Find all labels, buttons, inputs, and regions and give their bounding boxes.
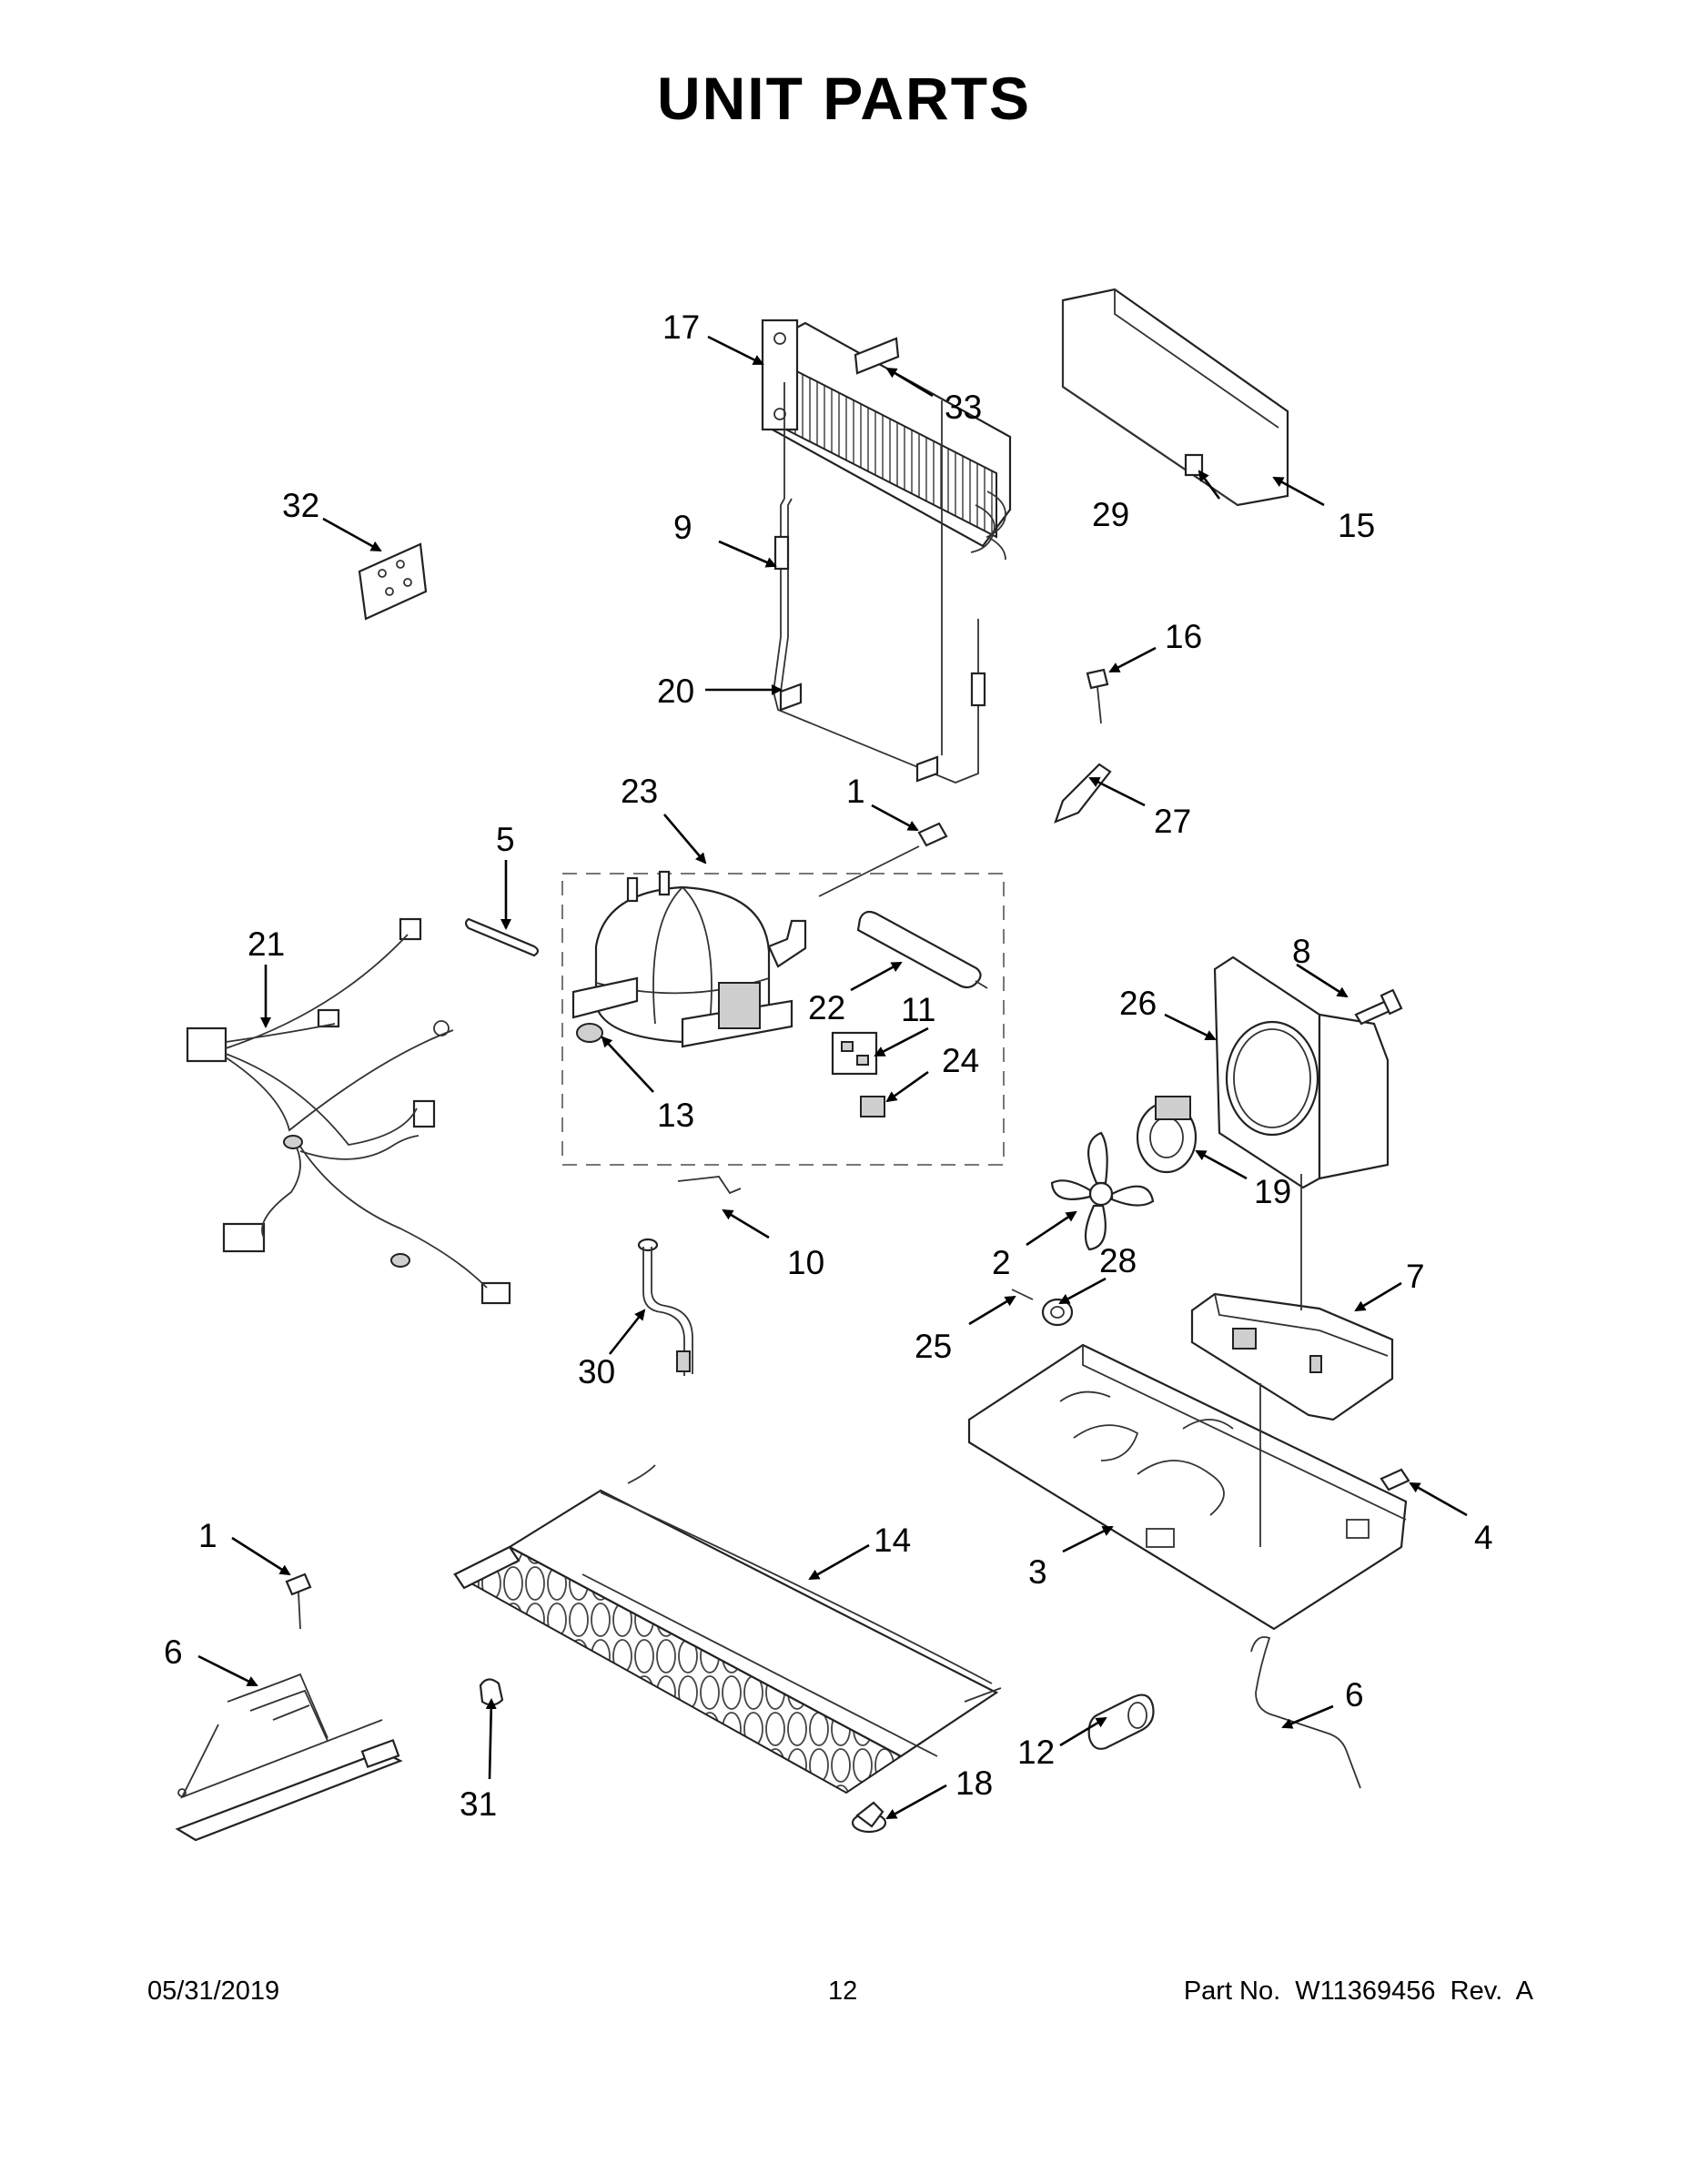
footer-part-number: Part No. W11369456 Rev. A: [1183, 1977, 1533, 2006]
sensor-part: [851, 1801, 887, 1834]
screw-part-9: [1354, 988, 1403, 1026]
callout-5: 5: [496, 821, 515, 858]
callout-29: 28: [1099, 1242, 1137, 1279]
fan-bracket-part: [1190, 1292, 1394, 1421]
screw-part-1-lower: [285, 1572, 312, 1596]
callout-2: 2: [992, 1244, 1011, 1281]
wire-harness-part: [186, 917, 511, 1305]
callout-27: 26: [1119, 985, 1157, 1022]
callout-7: 6: [164, 1633, 183, 1671]
callout-arrows: [197, 335, 1468, 1820]
callout-11: 10: [787, 1244, 824, 1281]
base-plate-part: [967, 1343, 1408, 1631]
grommet-part: [576, 1023, 603, 1043]
tube-clip-part: [677, 1176, 742, 1195]
condenser-part: [452, 1464, 1002, 1795]
callout-8: 7: [1406, 1258, 1425, 1295]
callout-12: 11: [901, 991, 935, 1028]
callout-20: 19: [1254, 1173, 1291, 1210]
screw-part-4: [1380, 1468, 1410, 1491]
callout-10: 9: [673, 509, 692, 546]
callout-31: 30: [578, 1353, 615, 1390]
pin-part: [1011, 1289, 1034, 1300]
screw-and-bracket-part: [1054, 668, 1112, 824]
screw-part: [917, 822, 948, 847]
filter-drier-part: [856, 910, 988, 989]
callout-25: 24: [942, 1042, 979, 1079]
fan-grommet-part: [1041, 1298, 1074, 1327]
callout-13: 12: [1017, 1734, 1055, 1771]
callout-23: 22: [808, 989, 845, 1026]
callout-21: 20: [657, 672, 694, 710]
callout-22: 21: [248, 925, 285, 963]
evaporator-coil-part: [761, 318, 1012, 561]
overload-part: [860, 1096, 885, 1117]
callout-16: 15: [1338, 507, 1375, 544]
fan-shroud-part: [1213, 956, 1390, 1189]
heater-assembly-part: [175, 1673, 403, 1842]
callout-labels: 32 17 33 29 15 9 20 16 27 23 1 5 21 22 1…: [164, 308, 1493, 1823]
callout-14: 13: [657, 1097, 694, 1134]
callout-3: 3: [1028, 1553, 1047, 1591]
callout-32: 31: [460, 1785, 497, 1823]
drain-tube-part: [637, 1238, 693, 1376]
callout-9: 8: [1292, 933, 1311, 970]
compressor-assembly-outline: [561, 873, 1005, 1166]
callout-28: 27: [1154, 803, 1191, 840]
clip-part: [1184, 453, 1204, 477]
strap-part: [464, 917, 540, 957]
callout-24: 23: [621, 773, 658, 810]
footer-date: 05/31/2019: [147, 1977, 280, 2006]
foam-pad-part: [854, 337, 900, 375]
condenser-cover-part: [1061, 288, 1289, 507]
relay-part: [831, 1031, 878, 1076]
defrost-heater-part: [773, 382, 986, 784]
callout-18: 17: [662, 308, 700, 346]
compressor-part: [571, 870, 807, 1048]
callout-6: 6: [1345, 1676, 1364, 1714]
callout-1-top: 1: [846, 773, 865, 810]
callout-30: 29: [1092, 496, 1129, 533]
fan-motor-part: [1136, 1096, 1198, 1174]
fan-blade-part: [1050, 1131, 1155, 1251]
page-title: UNIT PARTS: [656, 65, 1032, 132]
callout-4: 4: [1474, 1519, 1493, 1556]
callout-1-lower: 1: [198, 1517, 217, 1554]
callout-34: 33: [945, 389, 982, 426]
footer-page-number: 12: [828, 1977, 858, 2006]
rod-part: [1250, 1636, 1361, 1789]
callout-19: 18: [955, 1764, 993, 1802]
callout-17: 16: [1165, 618, 1202, 655]
callout-15: 14: [874, 1522, 911, 1559]
capacitor-part: [1087, 1694, 1155, 1750]
callout-33: 32: [282, 487, 319, 524]
callout-26: 25: [915, 1328, 952, 1365]
control-board-part: [358, 542, 428, 621]
